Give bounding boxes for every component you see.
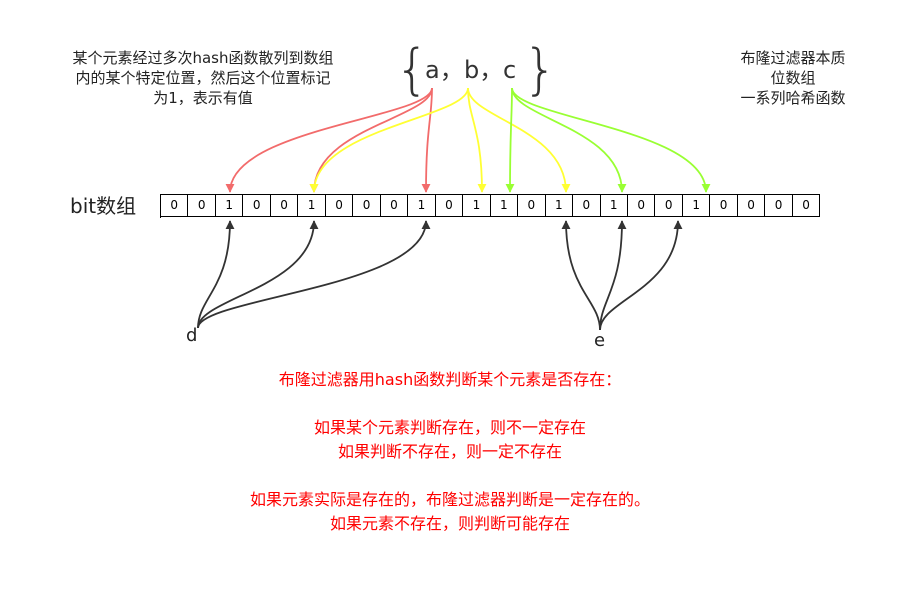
bit-cell: 1	[463, 194, 491, 217]
element-set: { a， b， c }	[395, 38, 558, 101]
bit-cell: 0	[353, 194, 381, 217]
element-b: b，	[464, 56, 504, 84]
hash-arrow-a	[421, 87, 433, 193]
query-arrow-d	[197, 220, 431, 329]
query-arrow-d	[197, 220, 319, 329]
query-arrow-d	[197, 220, 235, 329]
note-right-line: 布隆过滤器本质	[740, 49, 846, 67]
note-right-line: 位数组	[770, 69, 816, 87]
bit-cell: 1	[600, 194, 628, 217]
bit-cell: 0	[380, 194, 409, 217]
bit-cell: 0	[573, 194, 601, 217]
bit-cell: 0	[325, 194, 354, 217]
close-brace: }	[523, 38, 558, 101]
query-arrow-e	[599, 220, 627, 331]
bit-array-label: bit数组	[70, 194, 137, 218]
bit-cell: 1	[682, 194, 711, 217]
conclusion-line: 如果判断不存在，则一定不存在	[337, 442, 562, 461]
hash-arrow-a	[309, 87, 433, 193]
conclusion-line	[100, 464, 800, 488]
hash-arrow-b	[309, 87, 469, 193]
bit-cell: 0	[270, 194, 299, 217]
bit-cell: 0	[435, 194, 464, 217]
note-right-line: 一系列哈希函数	[740, 89, 846, 107]
bit-cell: 0	[792, 194, 821, 217]
bit-cell: 1	[298, 194, 326, 217]
conclusion-line: 布隆过滤器用hash函数判断某个元素是否存在：	[278, 370, 622, 389]
bit-cell: 0	[243, 194, 271, 217]
hash-arrow-c	[505, 87, 515, 193]
bit-cell: 0	[627, 194, 656, 217]
bit-cell: 1	[215, 194, 244, 217]
bit-cell: 0	[710, 194, 738, 217]
conclusion-line	[100, 392, 800, 416]
bit-cell: 0	[518, 194, 546, 217]
bit-cell: 1	[490, 194, 519, 217]
query-arrow-e	[561, 220, 601, 331]
hash-arrow-b	[467, 87, 487, 193]
conclusion-line: 如果某个元素判断存在，则不一定存在	[313, 418, 586, 437]
hash-arrow-c	[511, 87, 627, 193]
element-c: c	[503, 56, 517, 84]
open-brace: {	[395, 38, 430, 101]
note-left-line: 为1，表示有值	[153, 89, 253, 107]
conclusion-line: 如果元素不存在，则判断可能存在	[329, 514, 570, 533]
query-element-d: d	[186, 325, 198, 346]
query-element-e: e	[594, 330, 606, 351]
note-left-line: 内的某个特定位置，然后这个位置标记	[75, 69, 331, 87]
conclusion-notes: 布隆过滤器用hash函数判断某个元素是否存在： 如果某个元素判断存在，则不一定存…	[100, 368, 800, 536]
bit-cell: 0	[737, 194, 766, 217]
hash-arrow-a	[225, 87, 433, 193]
bit-cell: 1	[545, 194, 574, 217]
bit-cell: 0	[188, 194, 216, 217]
hash-arrow-b	[467, 87, 571, 193]
bit-cell: 0	[765, 194, 793, 217]
note-left-line: 某个元素经过多次hash函数散列到数组	[72, 49, 334, 67]
hash-description-note: 某个元素经过多次hash函数散列到数组 内的某个特定位置，然后这个位置标记 为1…	[28, 48, 378, 108]
bloom-essence-note: 布隆过滤器本质 位数组 一系列哈希函数	[698, 48, 888, 108]
query-arrow-e	[599, 220, 683, 331]
bit-cell: 0	[655, 194, 683, 217]
bit-cell: 1	[408, 194, 436, 217]
hash-arrow-c	[511, 87, 711, 193]
element-a: a，	[425, 56, 464, 84]
conclusion-line: 如果元素实际是存在的，布隆过滤器判断是一定存在的。	[249, 490, 650, 509]
bit-cell: 0	[161, 194, 189, 217]
